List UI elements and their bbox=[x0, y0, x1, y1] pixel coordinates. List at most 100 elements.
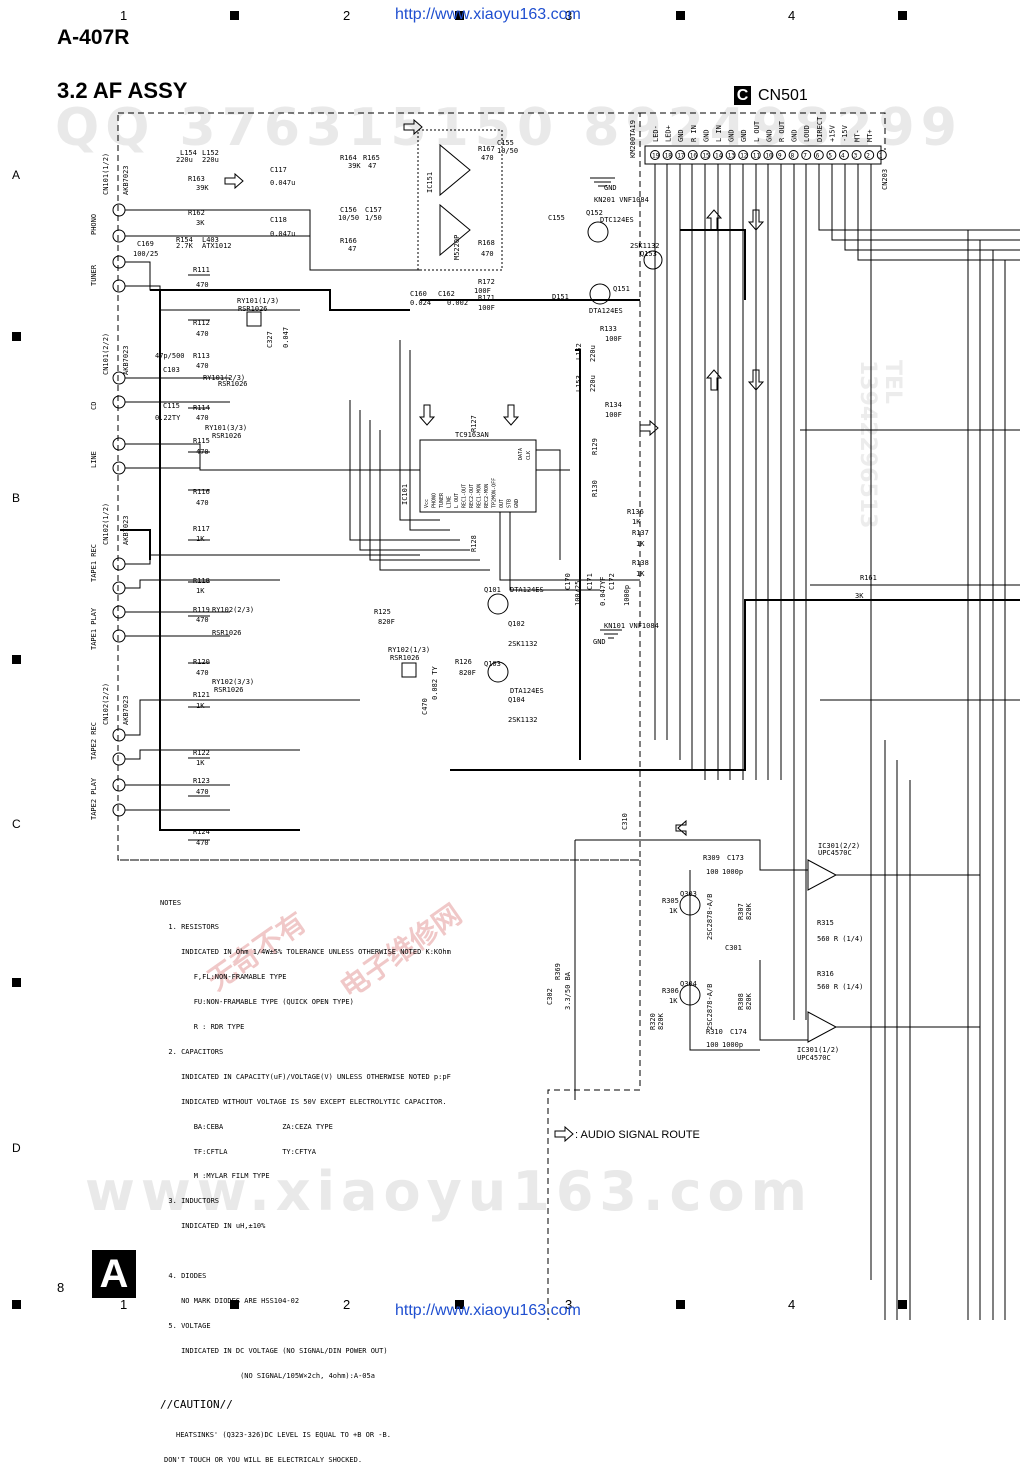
url-top-link[interactable]: http://www.xiaoyu163.com bbox=[395, 6, 581, 23]
c310-ref: C301 bbox=[725, 944, 742, 952]
connector-pin bbox=[839, 150, 849, 160]
c173-ref: C171 bbox=[586, 573, 594, 590]
connector-pin-name: MT- bbox=[854, 129, 862, 142]
notes-line: F,FL:NON-FRAMABLE TYPE bbox=[160, 973, 287, 982]
r129-ref: R129 bbox=[591, 438, 599, 455]
c160-value: 10/50 bbox=[338, 214, 359, 222]
kn101-label: KN101 VNF1084 bbox=[604, 622, 659, 630]
route-legend-arrow-icon bbox=[554, 1125, 574, 1143]
q304-ref: Q304 bbox=[680, 980, 697, 988]
cn102-2-part: AKB7023 bbox=[122, 695, 130, 725]
connector-pin-number: 8 bbox=[791, 153, 795, 160]
ic101-pin-label: DATA bbox=[518, 448, 524, 460]
r126-ref: R126 bbox=[455, 658, 472, 666]
col-number-top-3: 3 bbox=[565, 8, 573, 23]
c157-ref-top: C155 bbox=[497, 139, 514, 147]
c170-value: 0.002 bbox=[447, 299, 468, 307]
cn101-1-label: CN101(1/2) bbox=[102, 153, 110, 195]
ic101-pin-label: STB bbox=[507, 499, 513, 508]
notes-line: R : RDR TYPE bbox=[160, 1023, 245, 1032]
ry101-1-ref: RY101(1/3) bbox=[237, 297, 279, 305]
connector-pin-name: L IN bbox=[715, 125, 723, 142]
r306-ref: R306 bbox=[662, 987, 679, 995]
q152-part: DTC124ES bbox=[600, 216, 634, 224]
r308-ref: R308 bbox=[737, 993, 745, 1010]
ic101-pin-label: GND bbox=[514, 499, 520, 508]
ic301-2-part: UPC4570C bbox=[818, 849, 852, 857]
r306-value: 1K bbox=[669, 997, 678, 1005]
q101-part: DTA124ES bbox=[510, 586, 544, 594]
input-label-phono: PHONO bbox=[90, 214, 98, 235]
c172-value: 100/25 bbox=[574, 581, 582, 606]
connector-pin-name: LED- bbox=[652, 125, 660, 142]
r305-ref: R305 bbox=[662, 897, 679, 905]
q151-part: DTA124ES bbox=[589, 307, 623, 315]
col-number-bottom-4: 4 bbox=[788, 1297, 796, 1312]
r168-value: 470 bbox=[481, 250, 494, 258]
margin-marker bbox=[455, 11, 464, 20]
ic101-pin-label: CLK bbox=[526, 451, 532, 460]
l403-value: 3K bbox=[855, 592, 864, 600]
r320-value: 820K bbox=[657, 1012, 665, 1030]
input-label-line: LINE bbox=[90, 451, 98, 468]
c118-ref: L153 bbox=[575, 375, 583, 392]
col-number-bottom-2: 2 bbox=[343, 1297, 351, 1312]
connector-pin-number: 15 bbox=[702, 153, 710, 160]
caution-line: DON'T TOUCH OR YOU WILL BE ELECTRICALY S… bbox=[164, 1455, 363, 1464]
notes-line: (NO SIGNAL/105W×2ch, 4ohm):A-05a bbox=[160, 1371, 375, 1380]
connector-pin-name: GND bbox=[677, 129, 685, 142]
connector-pin-number: 14 bbox=[715, 153, 723, 160]
l154-ref: R154 bbox=[176, 236, 193, 244]
connector-pin-number: 16 bbox=[690, 153, 698, 160]
assy-badge: A bbox=[92, 1250, 136, 1298]
ry102-1-ref: RY102(1/3) bbox=[388, 646, 430, 654]
ic301-2-ref: IC301(2/2) bbox=[818, 842, 860, 850]
ic101-pin-label: REC2-OUT bbox=[469, 484, 475, 508]
connector-pin-number: 5 bbox=[828, 153, 832, 160]
c155-value: 0.047u bbox=[270, 179, 295, 187]
l153-ref: L154 bbox=[180, 149, 197, 157]
connector-pin bbox=[738, 150, 749, 160]
r120-value: 470 bbox=[196, 669, 209, 677]
margin-marker bbox=[230, 1300, 239, 1309]
q103-ref: Q103 bbox=[484, 660, 501, 668]
r126-value: 820F bbox=[459, 669, 476, 677]
r316-ref: R316 bbox=[817, 970, 834, 978]
ic301-1-ref: IC301(1/2) bbox=[797, 1046, 839, 1054]
ic101-part: TC9163AN bbox=[455, 431, 489, 439]
r112-value: 470 bbox=[196, 330, 209, 338]
r136-ref: R136 bbox=[627, 508, 644, 516]
input-label-cd: CD bbox=[90, 402, 98, 410]
ic101-pin-label: L OUT bbox=[454, 493, 460, 508]
c171-ref: C169 bbox=[137, 240, 154, 248]
r369-ref: R369 bbox=[554, 963, 562, 980]
c115-ref: C327 bbox=[266, 331, 274, 348]
row-letter-a: A bbox=[12, 168, 21, 182]
ic101-pin-label: Vcc bbox=[424, 499, 430, 508]
url-bottom-link[interactable]: http://www.xiaoyu163.com bbox=[395, 1302, 581, 1319]
r128-ref: R128 bbox=[470, 535, 478, 552]
margin-marker bbox=[12, 332, 21, 341]
page-number: 8 bbox=[57, 1280, 65, 1295]
r133-value: 100F bbox=[605, 335, 622, 343]
connector-pin-name: GND bbox=[702, 129, 710, 142]
r307-value: 820K bbox=[745, 902, 753, 920]
connector-pin-number: 19 bbox=[652, 153, 660, 160]
r136-value: 1K bbox=[632, 518, 641, 526]
q153-part: 2SK1132 bbox=[630, 242, 660, 250]
c327-ref: C302 bbox=[546, 988, 554, 1005]
l152-ref: L403 bbox=[202, 236, 219, 244]
input-label-tape2-rec: TAPE2 REC bbox=[90, 722, 98, 760]
connector-pin bbox=[725, 150, 736, 160]
connector-pin bbox=[813, 150, 824, 160]
notes-line: 2. CAPACITORS bbox=[160, 1047, 224, 1056]
q151-ref: Q151 bbox=[613, 285, 630, 293]
r116-ref: R116 bbox=[193, 488, 210, 496]
c160-ref: C156 bbox=[340, 206, 357, 214]
notes-line: INDICATED IN Ohm 1/4W±5% TOLERANCE UNLES… bbox=[160, 948, 451, 957]
col-number-bottom-3: 3 bbox=[565, 1297, 573, 1312]
section-title: 3.2 AF ASSY bbox=[57, 78, 188, 103]
c169-ref: C160 bbox=[410, 290, 427, 298]
r134-value: 100F bbox=[605, 411, 622, 419]
margin-marker bbox=[676, 1300, 685, 1309]
